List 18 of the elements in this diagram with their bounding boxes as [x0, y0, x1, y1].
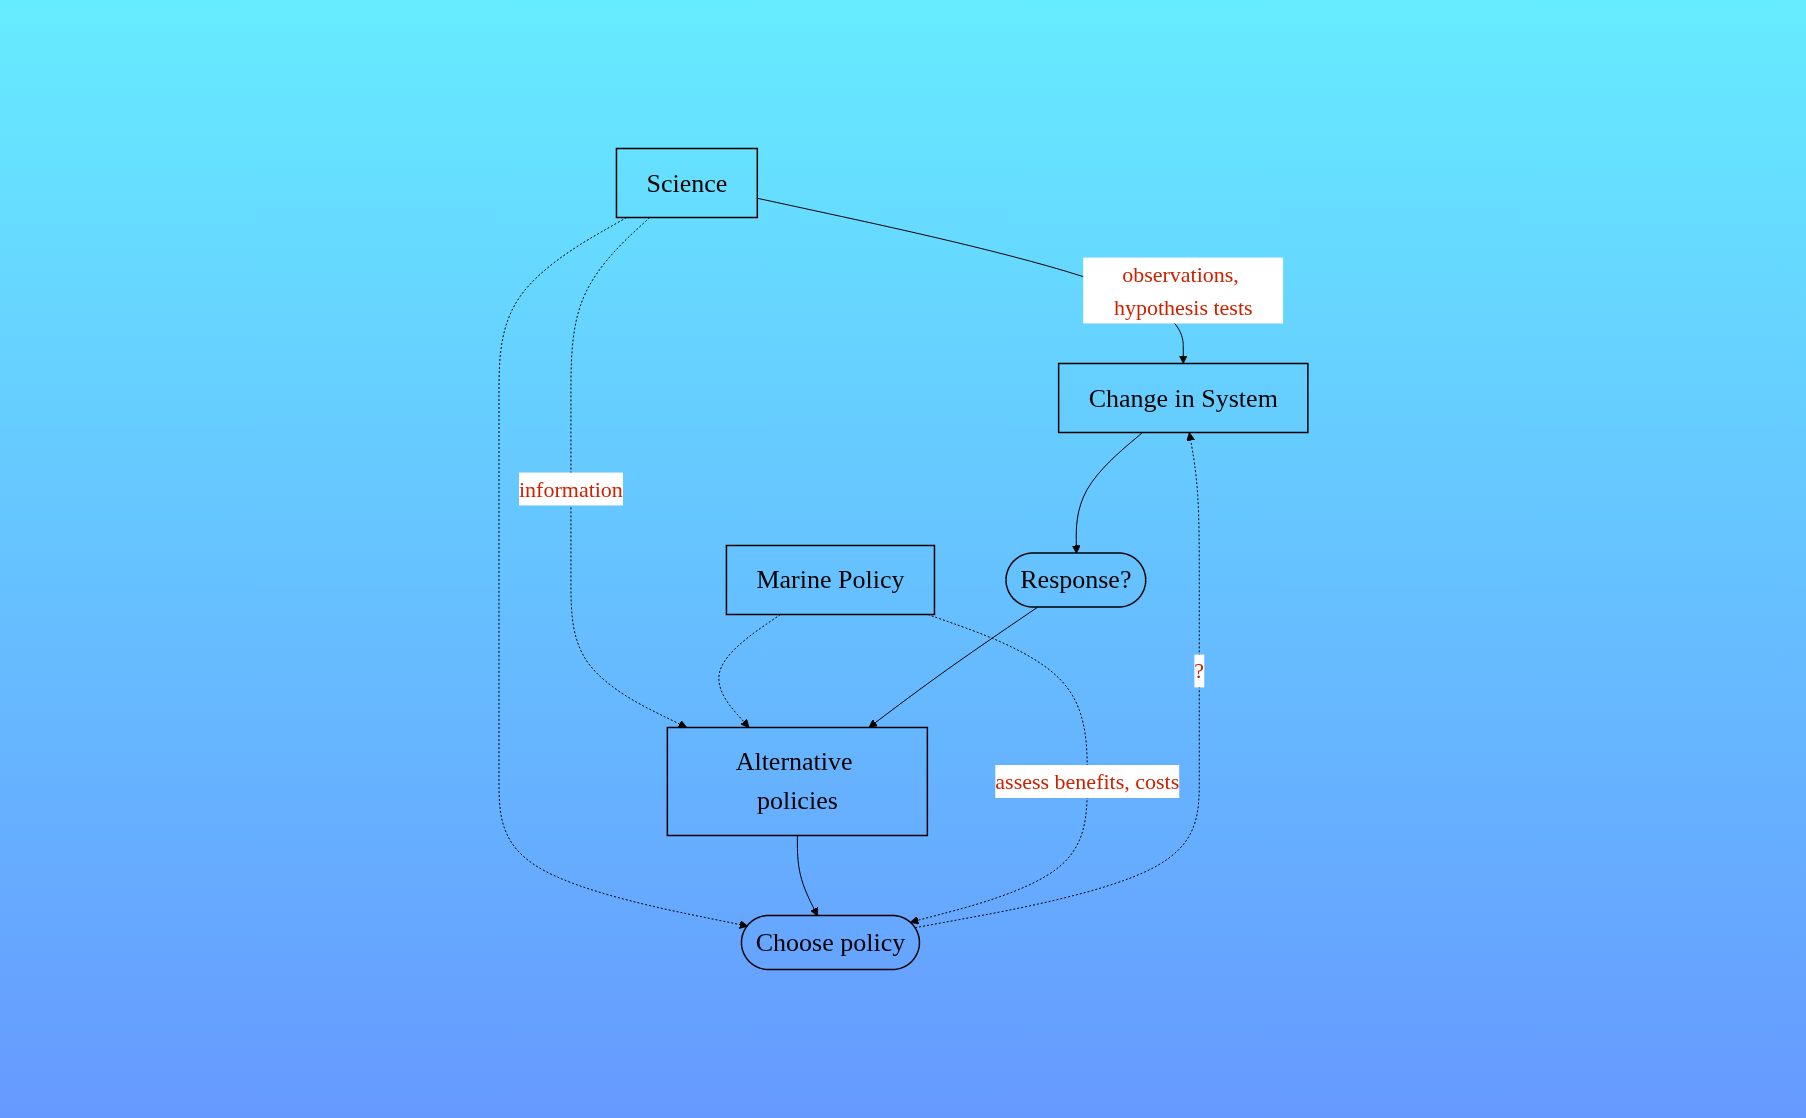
arrow — [498, 217, 748, 929]
node-box: Marine Policy — [725, 544, 935, 616]
node-box: Alternative policies — [666, 726, 928, 837]
arrow — [1071, 432, 1143, 554]
edge-label: information — [518, 476, 623, 502]
arrow — [914, 432, 1200, 929]
arrow — [796, 835, 818, 917]
node-text: Response? — [1019, 565, 1132, 595]
arrow — [570, 217, 687, 728]
node-text: Choose policy — [755, 928, 905, 957]
edge-label: observations, hypothesis tests — [1113, 261, 1253, 320]
node-box: Science — [615, 147, 758, 219]
arrow — [868, 607, 1038, 728]
arrow — [909, 614, 1088, 925]
edge-label: assess benefits, costs — [994, 769, 1179, 794]
node-box: Change in System — [1057, 362, 1309, 434]
arrow — [717, 614, 781, 728]
edge-label: ? — [1193, 658, 1204, 684]
